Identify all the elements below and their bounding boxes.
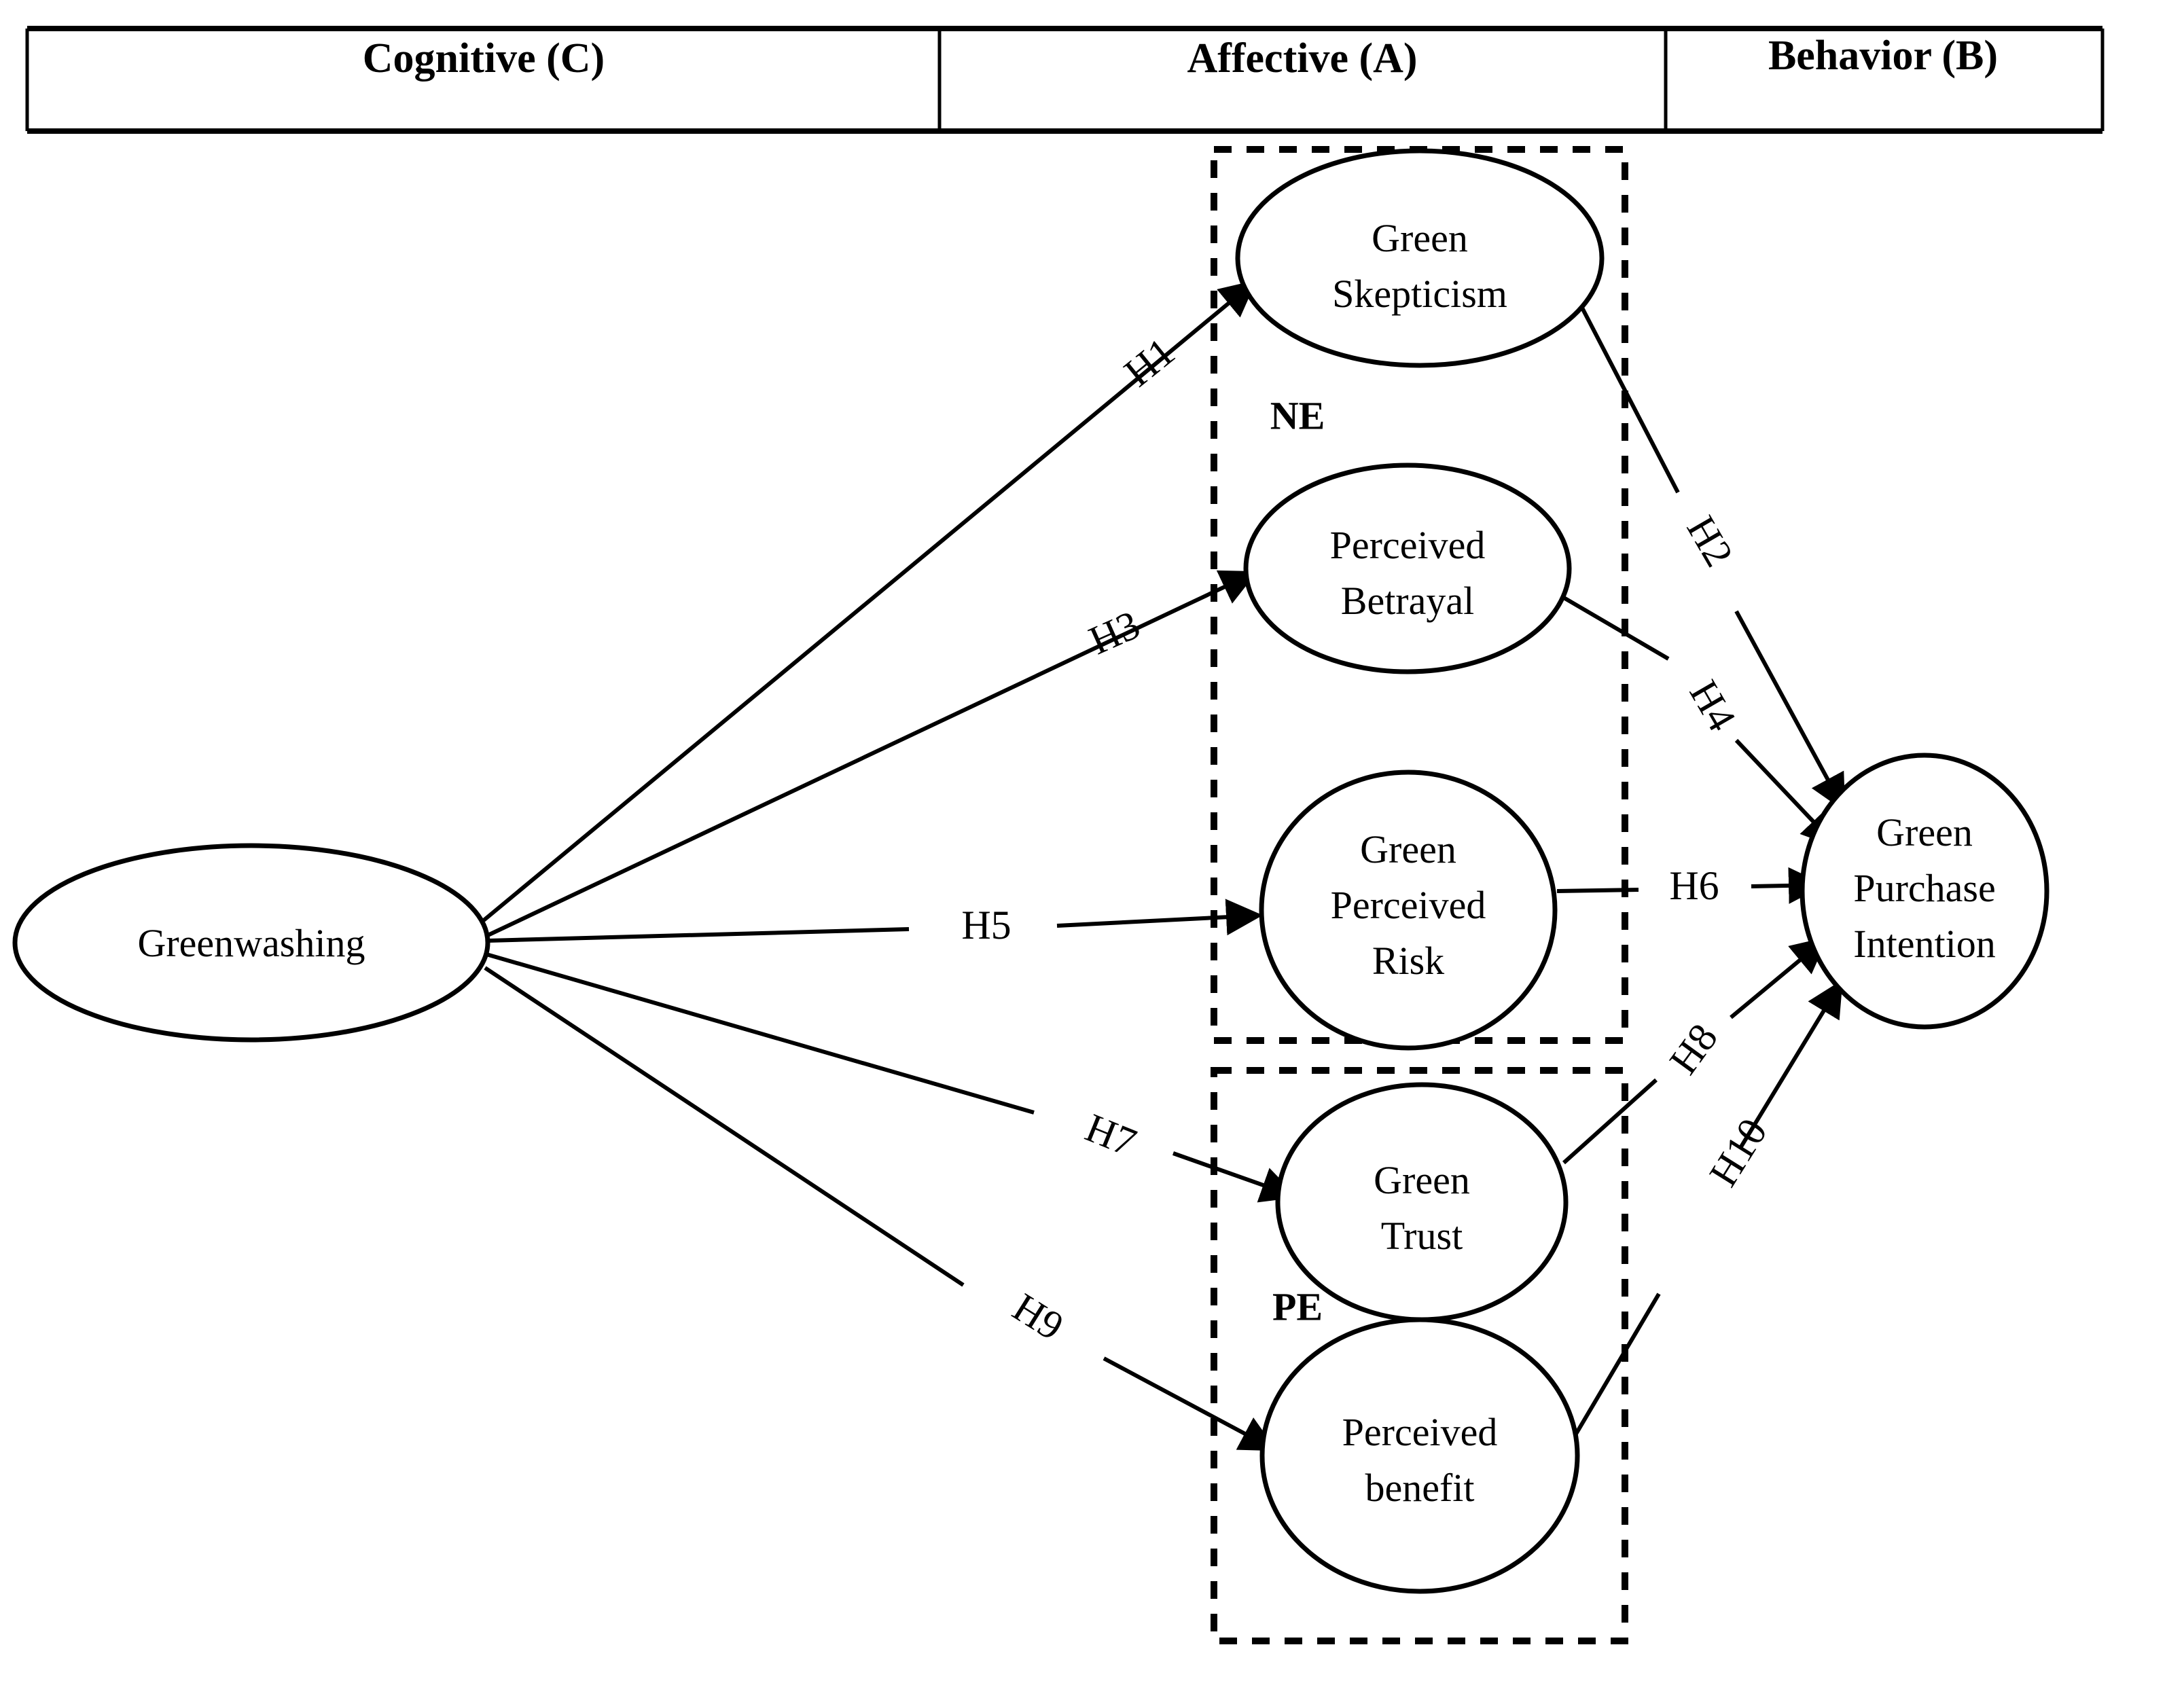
header-cell-cognitive: Cognitive (C) [363,35,605,82]
hypothesis-label-h7: H7 [1079,1105,1143,1165]
edge-h6-seg1 [1556,888,1639,893]
green-trust-label-line2: Trust [1381,1214,1463,1258]
edge-h9-seg1 [484,966,965,1287]
node-greenwashing[interactable]: Greenwashing [12,843,490,1043]
green-trust-label-line1: Green [1374,1158,1470,1202]
node-perceived-betrayal[interactable]: Perceived Betrayal [1243,463,1572,674]
group-box-positive-emotion [1211,1067,1628,1644]
hypothesis-label-h8: H8 [1661,1015,1727,1082]
edge-h7-seg1 [486,952,1035,1115]
group-label-ne: NE [1270,393,1325,437]
header-cell-affective: Affective (A) [1187,35,1417,82]
perceived-betrayal-label-line1: Perceived [1330,523,1486,567]
perceived-benefit-label-line1: Perceived [1342,1410,1498,1454]
hypothesis-label-h4: H4 [1681,673,1744,739]
hypothesis-label-h2: H2 [1678,509,1742,575]
green-perceived-risk-ellipse[interactable] [1259,770,1558,1051]
node-perceived-benefit[interactable]: Perceived benefit [1259,1317,1580,1594]
perceived-benefit-ellipse[interactable] [1259,1317,1580,1594]
hypothesis-label-h10: H10 [1700,1110,1776,1194]
edge-h7-seg2 [1172,1151,1298,1203]
green-skepticism-ellipse[interactable] [1235,148,1605,368]
edge-h5-seg2 [1056,899,1263,936]
node-green-trust[interactable]: Green Trust [1275,1082,1569,1322]
node-green-perceived-risk[interactable]: Green Perceived Risk [1259,770,1558,1051]
edge-h2-seg2 [1734,610,1846,812]
perceived-betrayal-ellipse[interactable] [1243,463,1572,674]
green-perceived-risk-label-line3: Risk [1372,939,1444,983]
edge-h8-seg1 [1562,1078,1658,1165]
hypothesis-label-h6: H6 [1669,863,1719,908]
perceived-betrayal-label-line2: Betrayal [1341,579,1474,623]
green-purchase-intention-ellipse[interactable] [1800,753,2049,1030]
greenwashing-ellipse[interactable] [12,843,490,1043]
hypothesis-label-h9: H9 [1005,1284,1071,1349]
edge-h5-seg1 [487,927,910,943]
header-table: Cognitive (C) Affective (A) Behavior (B) [25,26,2105,134]
header-cell-behavior: Behavior (B) [1768,33,1998,79]
green-skepticism-label-line2: Skepticism [1332,272,1507,316]
node-green-purchase-intention[interactable]: Green Purchase Intention [1800,753,2049,1030]
edge-h2-seg1 [1573,292,1680,494]
perceived-benefit-label-line2: benefit [1365,1466,1474,1510]
edge-h9-seg2 [1103,1356,1277,1451]
hypothesis-label-h1: H1 [1116,329,1183,395]
green-perceived-risk-label-line1: Green [1360,827,1456,871]
gpi-label-line2: Purchase [1853,866,1995,910]
gpi-label-line3: Intention [1853,922,1995,966]
edges-layer [482,280,1846,1458]
edge-h3 [485,570,1258,938]
node-green-skepticism[interactable]: Green Skepticism [1235,148,1605,368]
gpi-label-line1: Green [1876,810,1973,854]
edge-h10-seg1 [1560,1293,1661,1458]
edge-h10-seg2 [1738,979,1843,1149]
hypothesis-label-h5: H5 [961,903,1011,947]
green-skepticism-label-line1: Green [1372,216,1468,260]
greenwashing-label: Greenwashing [137,921,365,965]
edge-h8-seg2 [1730,937,1828,1019]
hypothesis-label-h3: H3 [1083,602,1147,663]
edge-h1 [482,280,1257,922]
edge-h4-seg1 [1562,596,1670,661]
group-label-pe: PE [1272,1284,1323,1328]
green-trust-ellipse[interactable] [1275,1082,1569,1322]
green-perceived-risk-label-line2: Perceived [1331,883,1486,927]
